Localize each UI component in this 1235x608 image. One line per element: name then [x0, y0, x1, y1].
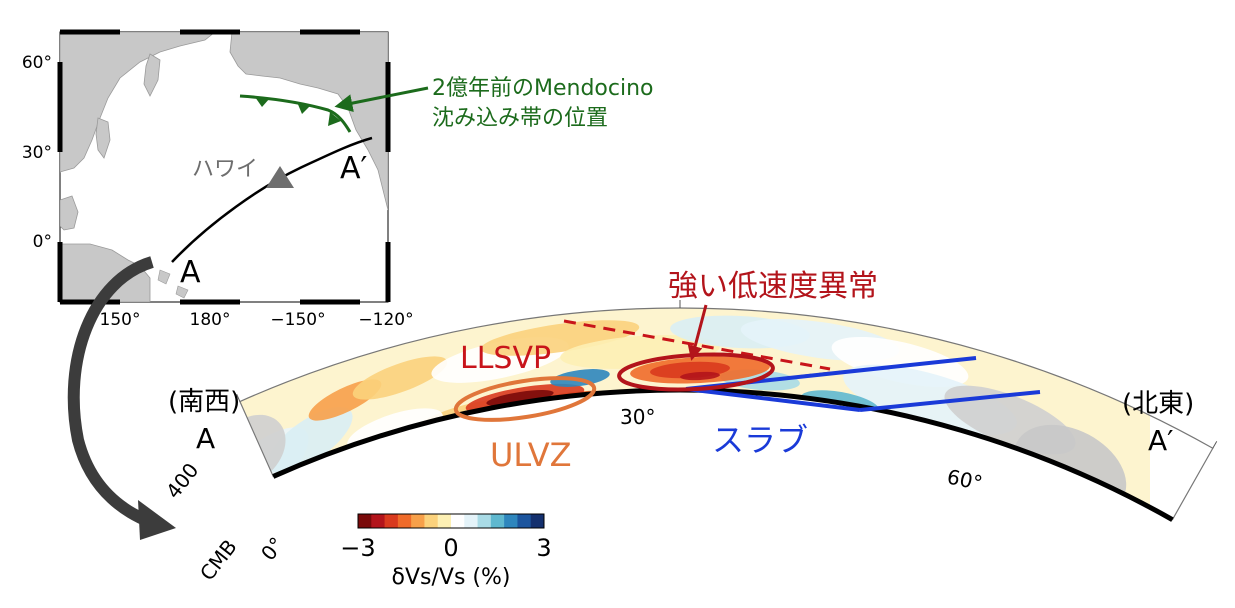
- colorbar-swatch: [451, 514, 465, 528]
- kamchatka-landmass: [143, 53, 161, 97]
- connector-arrowhead-icon: [138, 500, 176, 540]
- llsvp-label: LLSVP: [460, 341, 551, 376]
- right-end-label: A′: [1148, 424, 1174, 457]
- anomaly-blob: [680, 371, 720, 381]
- llsvp-boundary-dashed: [563, 319, 831, 371]
- colorbar-swatch: [477, 514, 492, 528]
- profile-line: [171, 136, 373, 263]
- map-point-a: A: [180, 255, 201, 290]
- colorbar-swatch: [411, 514, 425, 528]
- colorbar-swatch: [424, 514, 439, 528]
- pacific-island: [157, 269, 171, 285]
- lat-label-30: 30°: [22, 143, 52, 163]
- anomaly-blob: [267, 406, 353, 474]
- lon-label-180: 180°: [190, 310, 231, 330]
- map-landmasses: [60, 32, 388, 302]
- anomaly-blob: [480, 320, 640, 356]
- slab-base-line: [859, 390, 1041, 412]
- colorbar-tick-min: −3: [340, 534, 375, 562]
- colorbar-label: δVs/Vs (%): [392, 565, 511, 590]
- angle-tick: [1212, 441, 1218, 449]
- map-frame-ticks: [57, 29, 391, 305]
- colorbar-swatch: [358, 514, 372, 528]
- anomaly-blob: [486, 390, 554, 406]
- subduction-tooth-icon: [297, 102, 311, 114]
- mendocino-arrow: [334, 86, 429, 113]
- angle-label-60: 60°: [945, 464, 985, 495]
- lon-label-150: 150°: [100, 310, 141, 330]
- colorbar-tick-zero: 0: [443, 534, 458, 562]
- mendocino-label-line2: 沈み込み帯の位置: [432, 106, 608, 131]
- colorbar-swatch: [397, 514, 412, 528]
- left-region-label: (南西): [168, 387, 240, 417]
- colorbar-tick-max: 3: [536, 534, 551, 562]
- colorbar-swatch: [464, 514, 479, 528]
- lat-label-0: 0°: [33, 232, 52, 252]
- colorbar-swatch: [437, 514, 452, 528]
- angle-tick: [236, 394, 241, 402]
- left-end-label: A: [196, 422, 215, 455]
- subduction-tooth-icon: [328, 112, 341, 126]
- pacific-island: [175, 285, 189, 299]
- depth-label-400: 400: [161, 458, 203, 503]
- asia-landmass: [60, 32, 216, 173]
- strong-anomaly-arrow: [687, 304, 708, 361]
- strong-anomaly-label: 強い低速度異常: [668, 269, 878, 304]
- colorbar-swatch: [384, 514, 399, 528]
- colorbar-swatch: [530, 514, 545, 528]
- lon-label-minus-120: −120°: [358, 310, 413, 330]
- hawaii-triangle-icon: [266, 166, 294, 188]
- connector-arrow: [67, 256, 154, 528]
- angle-label-0: 0°: [256, 532, 289, 565]
- mendocino-label-line1: 2億年前のMendocino: [432, 76, 654, 101]
- philippines-landmass: [60, 195, 79, 231]
- colorbar-frame: [357, 513, 545, 529]
- colorbar: −3 0 3 δVs/Vs (%): [340, 513, 552, 590]
- ulvz-label: ULVZ: [490, 436, 572, 474]
- anomaly-blob: [352, 356, 448, 400]
- colorbar-swatches: [358, 514, 545, 528]
- cmb-label: CMB: [195, 535, 242, 585]
- subduction-tooth-icon: [255, 97, 270, 107]
- map-point-a-prime: A′: [340, 151, 368, 186]
- colorbar-swatch: [490, 514, 505, 528]
- hawaii-label: ハワイ: [192, 157, 258, 182]
- lon-label-minus-150: −150°: [270, 310, 325, 330]
- lat-label-60: 60°: [22, 53, 52, 73]
- ulvz-ellipse: [453, 376, 597, 422]
- slab-lower-line: [685, 387, 861, 412]
- north-america-landmass: [229, 32, 388, 211]
- angle-label-30: 30°: [620, 405, 655, 429]
- angle-ticks: [236, 300, 1218, 449]
- slab-label: スラブ: [712, 421, 808, 459]
- right-region-label: (北東): [1122, 389, 1194, 419]
- map-inset: 60° 30° 0° 150° 180° −150° −120° ハワイ 2億年…: [22, 29, 654, 330]
- cmb-boundary: [272, 387, 1174, 522]
- japan-landmass: [95, 117, 111, 159]
- colorbar-swatch: [517, 514, 532, 528]
- colorbar-swatch: [371, 514, 386, 528]
- colorbar-swatch: [504, 514, 518, 528]
